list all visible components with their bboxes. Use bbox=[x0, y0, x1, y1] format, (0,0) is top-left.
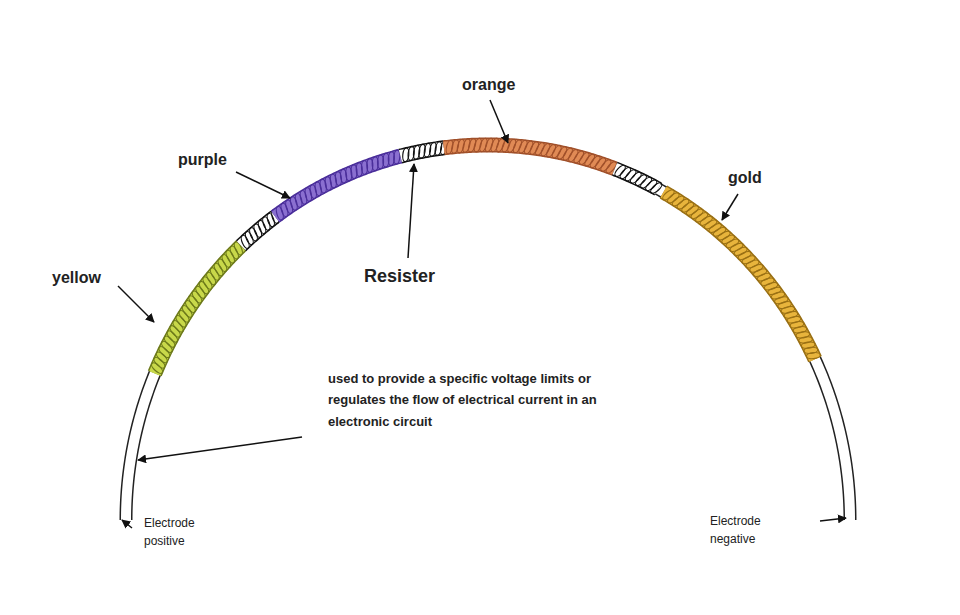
tube-inner bbox=[126, 145, 850, 520]
coil-segment bbox=[444, 137, 618, 174]
color-label: yellow bbox=[52, 268, 101, 287]
leader-line bbox=[236, 172, 290, 198]
color-label: gold bbox=[728, 168, 762, 187]
coil-segment bbox=[240, 209, 280, 249]
coil-segment bbox=[613, 164, 663, 195]
description-note: used to provide a specific voltage limit… bbox=[328, 368, 613, 432]
leader-line bbox=[490, 100, 508, 143]
coil-segment bbox=[275, 150, 400, 221]
color-label: purple bbox=[178, 150, 227, 169]
leader-line bbox=[408, 164, 414, 258]
resistor-body bbox=[126, 137, 850, 520]
electrode-label: Electrode positive bbox=[144, 514, 214, 550]
part-label: Resister bbox=[364, 266, 435, 288]
coil-segment bbox=[400, 140, 448, 162]
electrode-label: Electrode negative bbox=[710, 512, 780, 548]
leader-line bbox=[722, 194, 738, 220]
leader-line bbox=[122, 520, 132, 528]
coil-segment bbox=[661, 188, 820, 359]
leader-line bbox=[820, 518, 846, 521]
tube-outline bbox=[126, 145, 850, 520]
leader-line bbox=[118, 286, 154, 322]
leader-line bbox=[138, 437, 302, 460]
coil-segment bbox=[150, 241, 244, 375]
color-label: orange bbox=[462, 75, 515, 94]
